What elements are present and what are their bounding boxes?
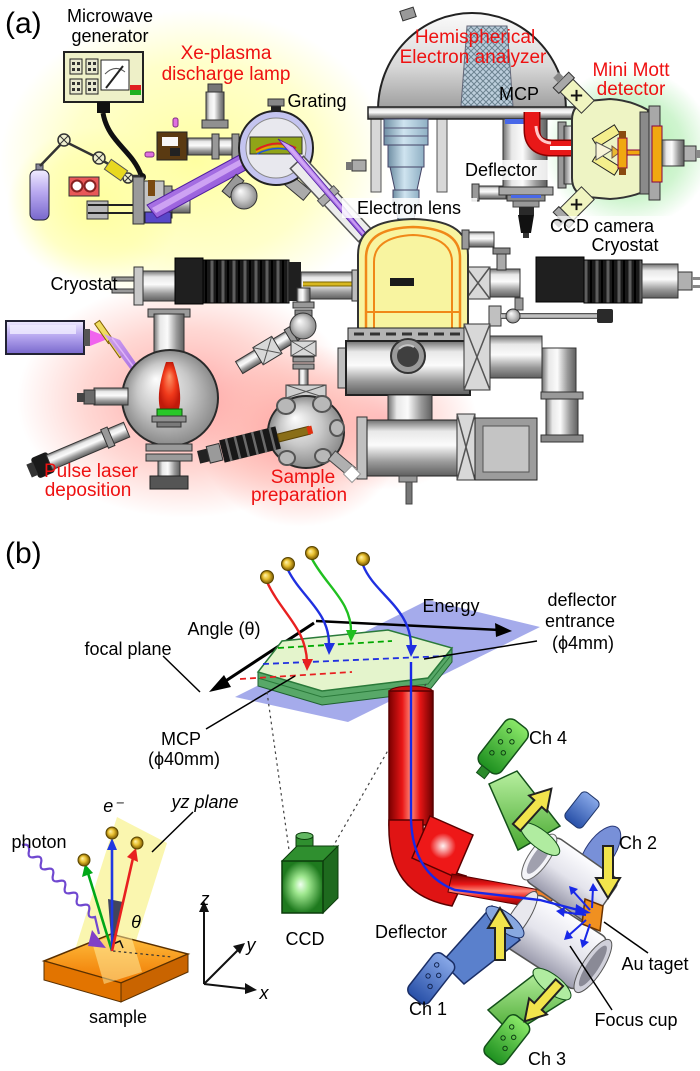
measurement-chamber: [347, 217, 495, 342]
label-ch3: Ch 3: [528, 1049, 566, 1069]
ccd-camera-a: [518, 215, 534, 233]
label-microwave-1: Microwave: [67, 6, 153, 26]
label-prep-2: preparation: [251, 485, 347, 506]
gas-handling: [29, 133, 140, 221]
main-chamber-body: [337, 323, 584, 505]
label-ch2: Ch 2: [619, 833, 657, 853]
label-pld-1: Pulse laser: [44, 461, 139, 482]
photon-wave: [21, 843, 101, 935]
label-ch1: Ch 1: [409, 999, 447, 1019]
label-analyzer-1: Hemispherical: [415, 27, 535, 48]
label-ccd-b: CCD: [286, 929, 325, 949]
indicator-red: [130, 85, 141, 90]
cryostat-right-assembly: [465, 247, 700, 304]
ccd-box: [280, 832, 340, 915]
label-mcp-a: MCP: [499, 84, 539, 104]
label-xe-lamp-2: discharge lamp: [162, 64, 291, 85]
label-mott-1: Mini Mott: [592, 60, 670, 81]
label-photon: photon: [11, 832, 66, 852]
electron-lens: [383, 118, 429, 272]
cryostat-left-assembly: [111, 257, 392, 306]
label-axis-y: y: [245, 935, 257, 955]
panel-b-tag: (b): [5, 537, 42, 570]
label-prep-1: Sample: [271, 467, 335, 488]
label-deflector-b: Deflector: [375, 922, 447, 942]
panel-a-tag: (a): [5, 7, 42, 40]
panel-a: (a) Microwave generator Xe-plasma discha…: [0, 6, 700, 527]
label-electron: e⁻: [103, 796, 124, 816]
label-grating: Grating: [287, 91, 346, 111]
label-theta: θ: [131, 912, 141, 932]
ablation-plume: [158, 362, 181, 409]
label-mcp-b-1: MCP: [161, 729, 201, 749]
sample-preparation: [197, 287, 362, 484]
label-angle-axis: Angle (θ): [187, 619, 260, 639]
label-mcp-b-2: (ϕ40mm): [148, 749, 220, 769]
label-yz-plane: yz plane: [169, 792, 238, 812]
label-electron-lens: Electron lens: [357, 198, 461, 218]
label-mott-2: detector: [597, 79, 666, 100]
electron-trajectories: [265, 558, 417, 671]
spin-arrow-down-ch2: [594, 845, 622, 900]
label-cryostat-left: Cryostat: [50, 274, 117, 294]
label-sample: sample: [89, 1007, 147, 1027]
label-pld-2: deposition: [45, 480, 132, 501]
label-deflector-a: Deflector: [465, 160, 537, 180]
label-analyzer-2: Electron analyzer: [400, 47, 547, 68]
label-microwave-2: generator: [71, 26, 148, 46]
coordinate-axes: [199, 901, 257, 994]
channeltron-ch4: [475, 718, 562, 856]
channeltron-ch1: [407, 904, 525, 1005]
scattered-electron-arrows: [556, 883, 598, 948]
pld-sample: [156, 408, 183, 417]
panel-b: (b) Angle (θ) focal plane Energy deflect…: [5, 537, 689, 1069]
label-deflector-entrance-1: deflector: [547, 590, 616, 610]
manipulator-rod: [488, 297, 613, 327]
pulse-laser-deposition: [5, 308, 219, 490]
label-axis-z: z: [200, 889, 210, 909]
sample-holder: [390, 278, 414, 286]
label-deflector-entrance-2: entrance: [545, 611, 615, 631]
label-au-target: Au taget: [621, 954, 688, 974]
label-xe-lamp-1: Xe-plasma: [181, 43, 272, 64]
indicator-green: [130, 90, 141, 95]
electron-beam-line: [409, 662, 583, 913]
screw-feedthrough: [197, 425, 314, 464]
label-ch4: Ch 4: [529, 728, 567, 748]
electron-balls: [260, 546, 370, 584]
spin-arrow-up: [486, 906, 514, 961]
label-energy-axis: Energy: [422, 596, 479, 616]
generator-cable: [100, 112, 144, 176]
label-focal-plane: focal plane: [84, 639, 171, 659]
spin-arrow-downleft-ch3: [523, 977, 565, 1023]
label-ccd-camera: CCD camera: [550, 216, 655, 236]
label-cryostat-right: Cryostat: [591, 235, 658, 255]
lamp-inlet-assembly: [144, 83, 241, 161]
spin-arrow-upright-ch4: [511, 787, 553, 833]
label-focus-cup: Focus cup: [594, 1010, 677, 1030]
label-deflector-entrance-3: (ϕ4mm): [552, 633, 614, 653]
sample-scene: [21, 811, 257, 1003]
label-axis-x: x: [259, 983, 270, 1003]
